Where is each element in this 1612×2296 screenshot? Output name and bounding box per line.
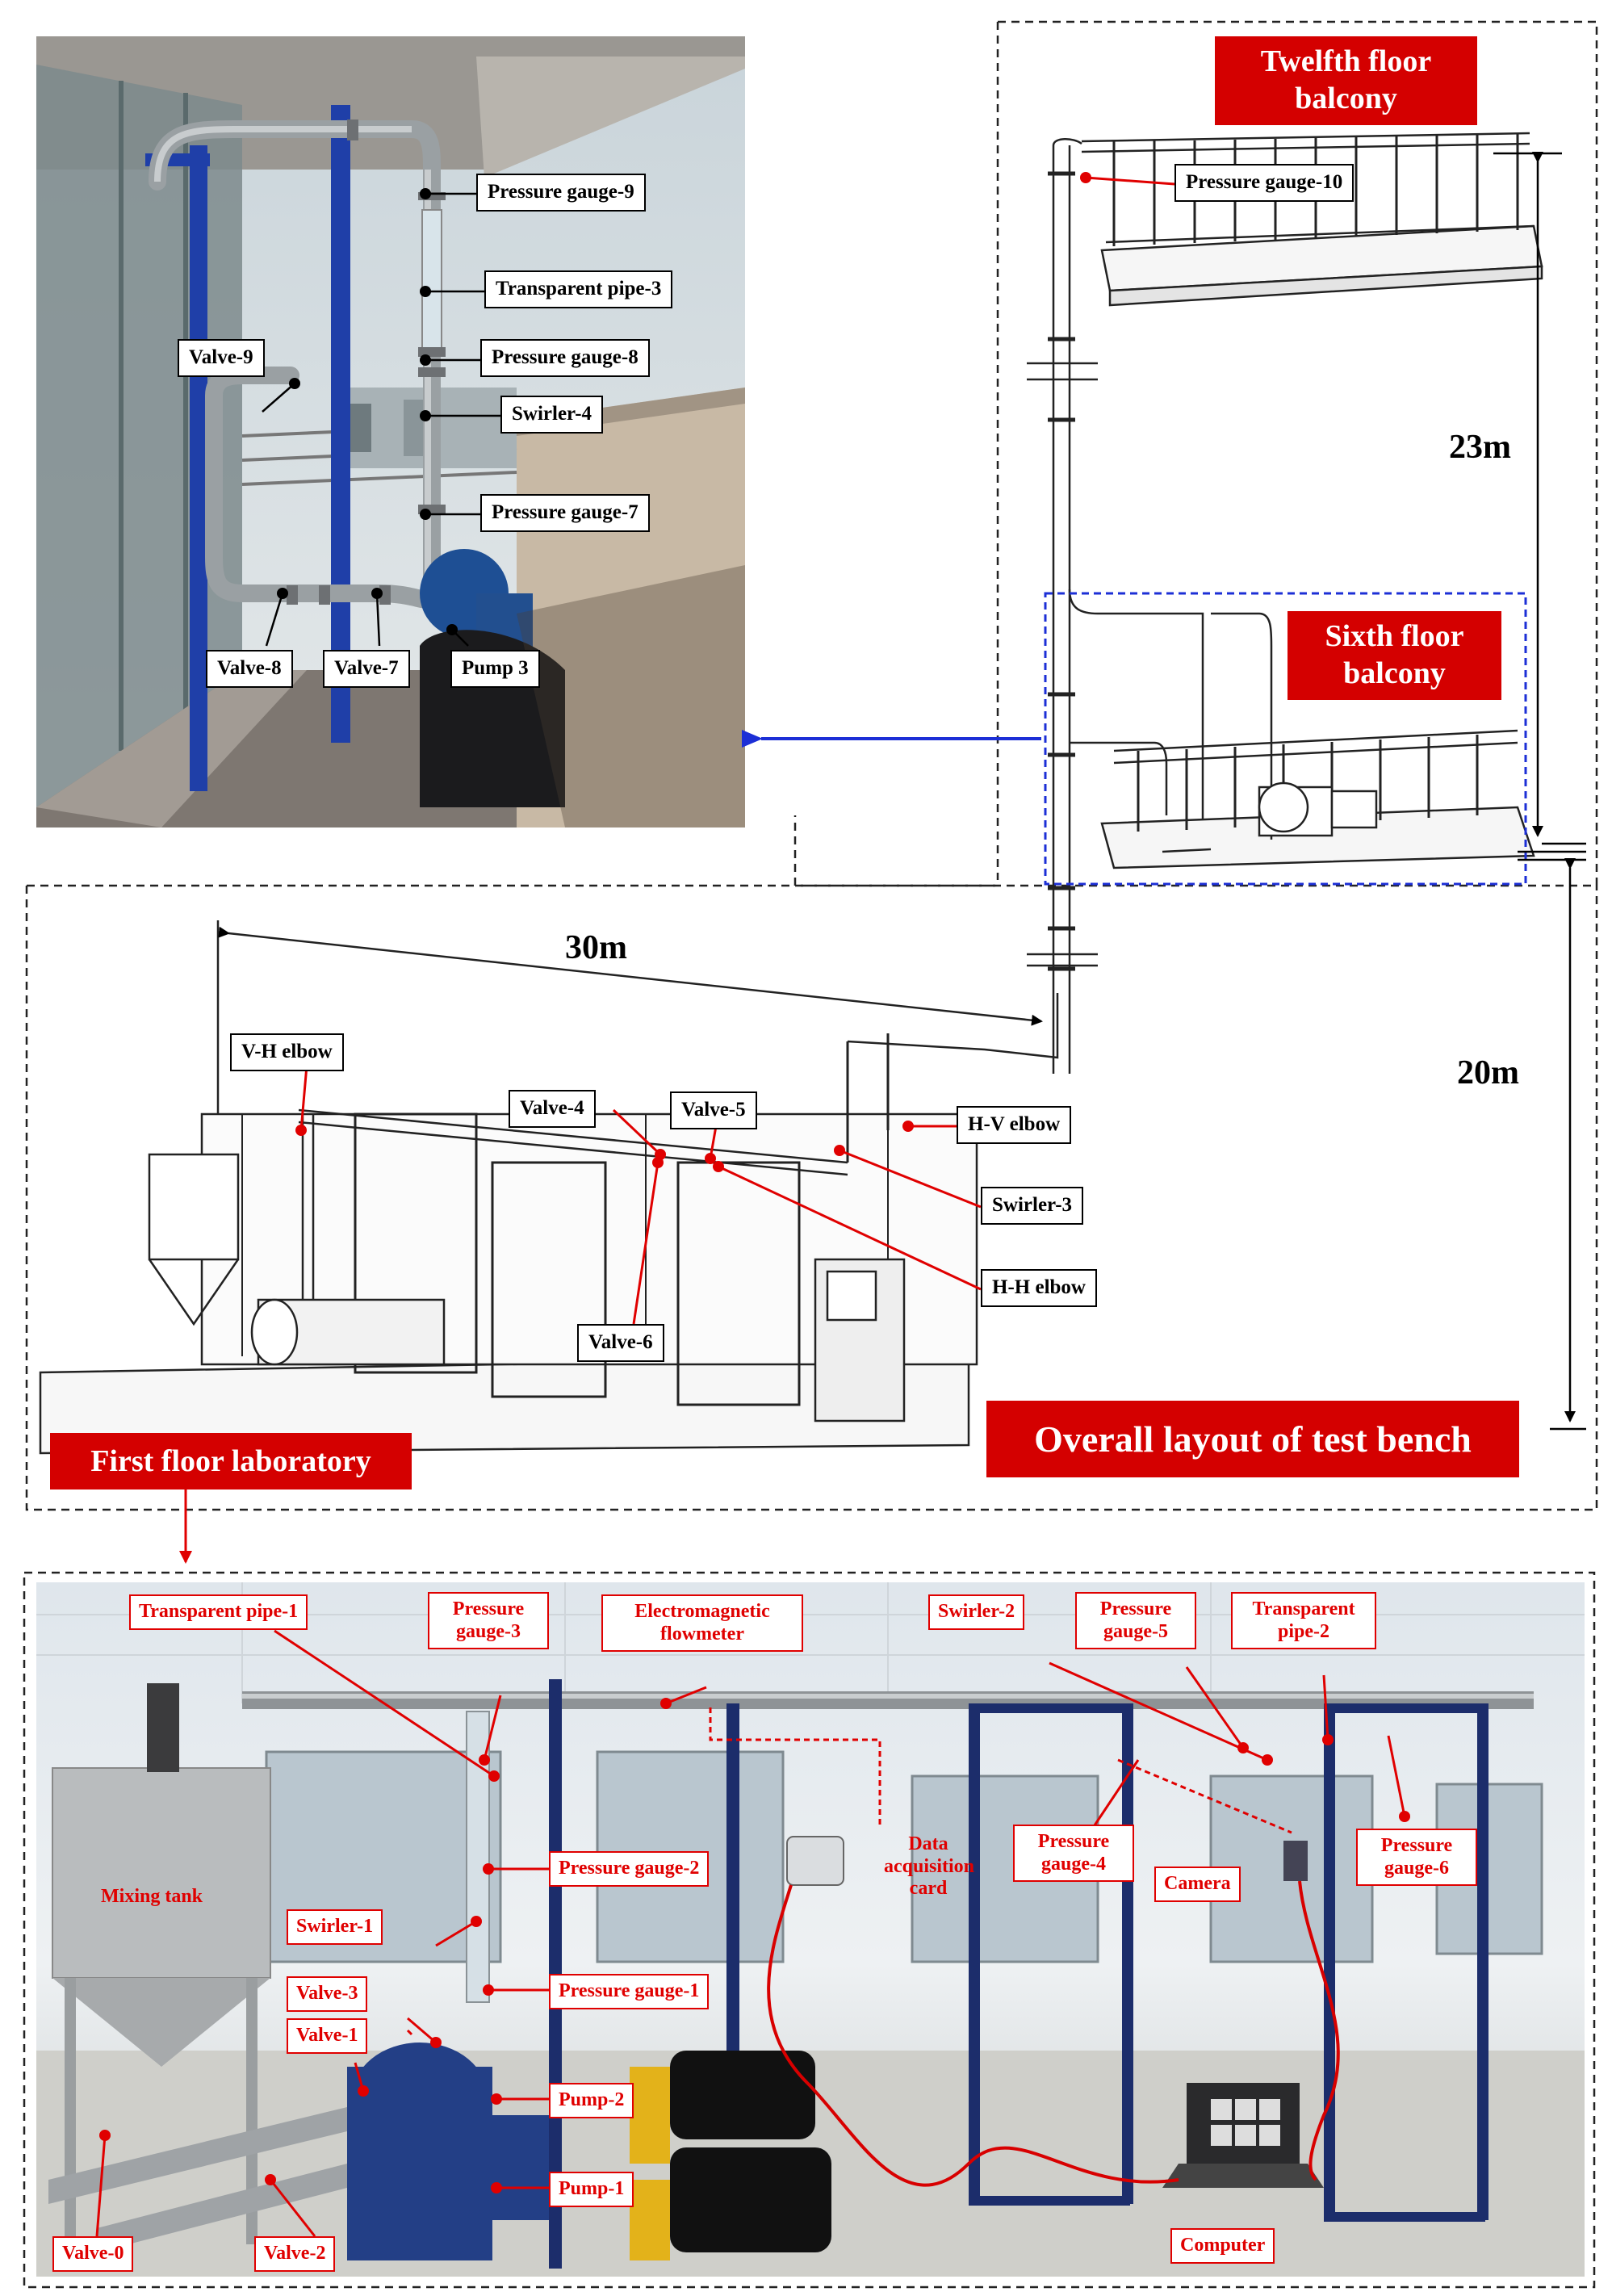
label-pressure-gauge-10: Pressure gauge-10 <box>1174 164 1354 202</box>
lab-photo-frame <box>23 1571 1596 2289</box>
label-swirler-1: Swirler-1 <box>287 1909 383 1945</box>
label-valve-4: Valve-4 <box>509 1090 596 1128</box>
label-swirler-3: Swirler-3 <box>981 1187 1084 1225</box>
label-valve-5: Valve-5 <box>670 1091 757 1129</box>
label-data-acquisition-card: Data acquisition card <box>884 1833 975 1900</box>
label-valve-9: Valve-9 <box>178 339 265 377</box>
upper-dashed-frame <box>25 20 1598 1511</box>
label-valve-1: Valve-1 <box>287 2018 368 2054</box>
label-swirler-4: Swirler-4 <box>500 396 604 434</box>
label-transparent-pipe-3: Transparent pipe-3 <box>484 270 673 308</box>
label-pump-1: Pump-1 <box>549 2172 634 2207</box>
label-pressure-gauge-1: Pressure gauge-1 <box>549 1974 710 2009</box>
label-pump-2: Pump-2 <box>549 2083 634 2118</box>
label-camera: Camera <box>1154 1867 1241 1902</box>
label-pump-3: Pump 3 <box>450 650 540 688</box>
label-pressure-gauge-4: Pressure gauge-4 <box>1013 1825 1134 1883</box>
label-transparent-pipe-2: Transparent pipe-2 <box>1231 1592 1376 1650</box>
label-valve-3: Valve-3 <box>287 1976 368 2012</box>
label-pressure-gauge-8: Pressure gauge-8 <box>480 339 650 377</box>
layout-leader-dots <box>295 1121 914 1172</box>
label-pressure-gauge-3: Pressure gauge-3 <box>428 1592 549 1650</box>
sixth-floor-highlight-box <box>1044 592 1527 886</box>
overall-layout-title: Overall layout of test bench <box>986 1401 1519 1477</box>
label-computer: Computer <box>1170 2228 1275 2264</box>
label-pressure-gauge-9: Pressure gauge-9 <box>476 174 646 212</box>
label-h-v-elbow: H-V elbow <box>957 1106 1072 1144</box>
label-v-h-elbow: V-H elbow <box>230 1033 344 1071</box>
pg10-leader <box>1085 176 1175 186</box>
first-floor-layout-drawing <box>39 920 1059 1455</box>
label-pressure-gauge-2: Pressure gauge-2 <box>549 1851 710 1887</box>
label-h-h-elbow: H-H elbow <box>981 1269 1097 1307</box>
first-floor-lab-photo <box>36 1582 1585 2277</box>
sixth-floor-photo <box>36 36 745 827</box>
dimension-30m: 30m <box>565 929 627 966</box>
label-valve-6: Valve-6 <box>577 1324 664 1362</box>
label-valve-0: Valve-0 <box>52 2236 134 2272</box>
label-pressure-gauge-6: Pressure gauge-6 <box>1356 1829 1477 1887</box>
sixth-floor-title: Sixth floor balcony <box>1288 611 1501 700</box>
twelfth-floor-title: Twelfth floor balcony <box>1215 36 1477 125</box>
layout-leaders <box>299 1065 982 1325</box>
label-transparent-pipe-1: Transparent pipe-1 <box>129 1594 308 1630</box>
dimension-20m: 20m <box>1457 1054 1519 1091</box>
label-valve-2: Valve-2 <box>254 2236 336 2272</box>
label-electromagnetic-flowmeter: Electromagnetic flowmeter <box>601 1594 803 1653</box>
label-valve-8: Valve-8 <box>206 650 293 688</box>
dimension-23m: 23m <box>1449 429 1511 466</box>
label-valve-7: Valve-7 <box>323 650 410 688</box>
first-floor-title: First floor laboratory <box>50 1433 412 1489</box>
photo-leader-dots <box>277 188 458 635</box>
label-pressure-gauge-5: Pressure gauge-5 <box>1075 1592 1196 1650</box>
height-dimension-lines <box>1493 152 1586 1431</box>
label-swirler-2: Swirler-2 <box>928 1594 1025 1630</box>
label-mixing-tank: Mixing tank <box>101 1886 203 1907</box>
vertical-pipeline-drawing <box>1027 132 1543 1074</box>
label-pressure-gauge-7: Pressure gauge-7 <box>480 494 650 532</box>
